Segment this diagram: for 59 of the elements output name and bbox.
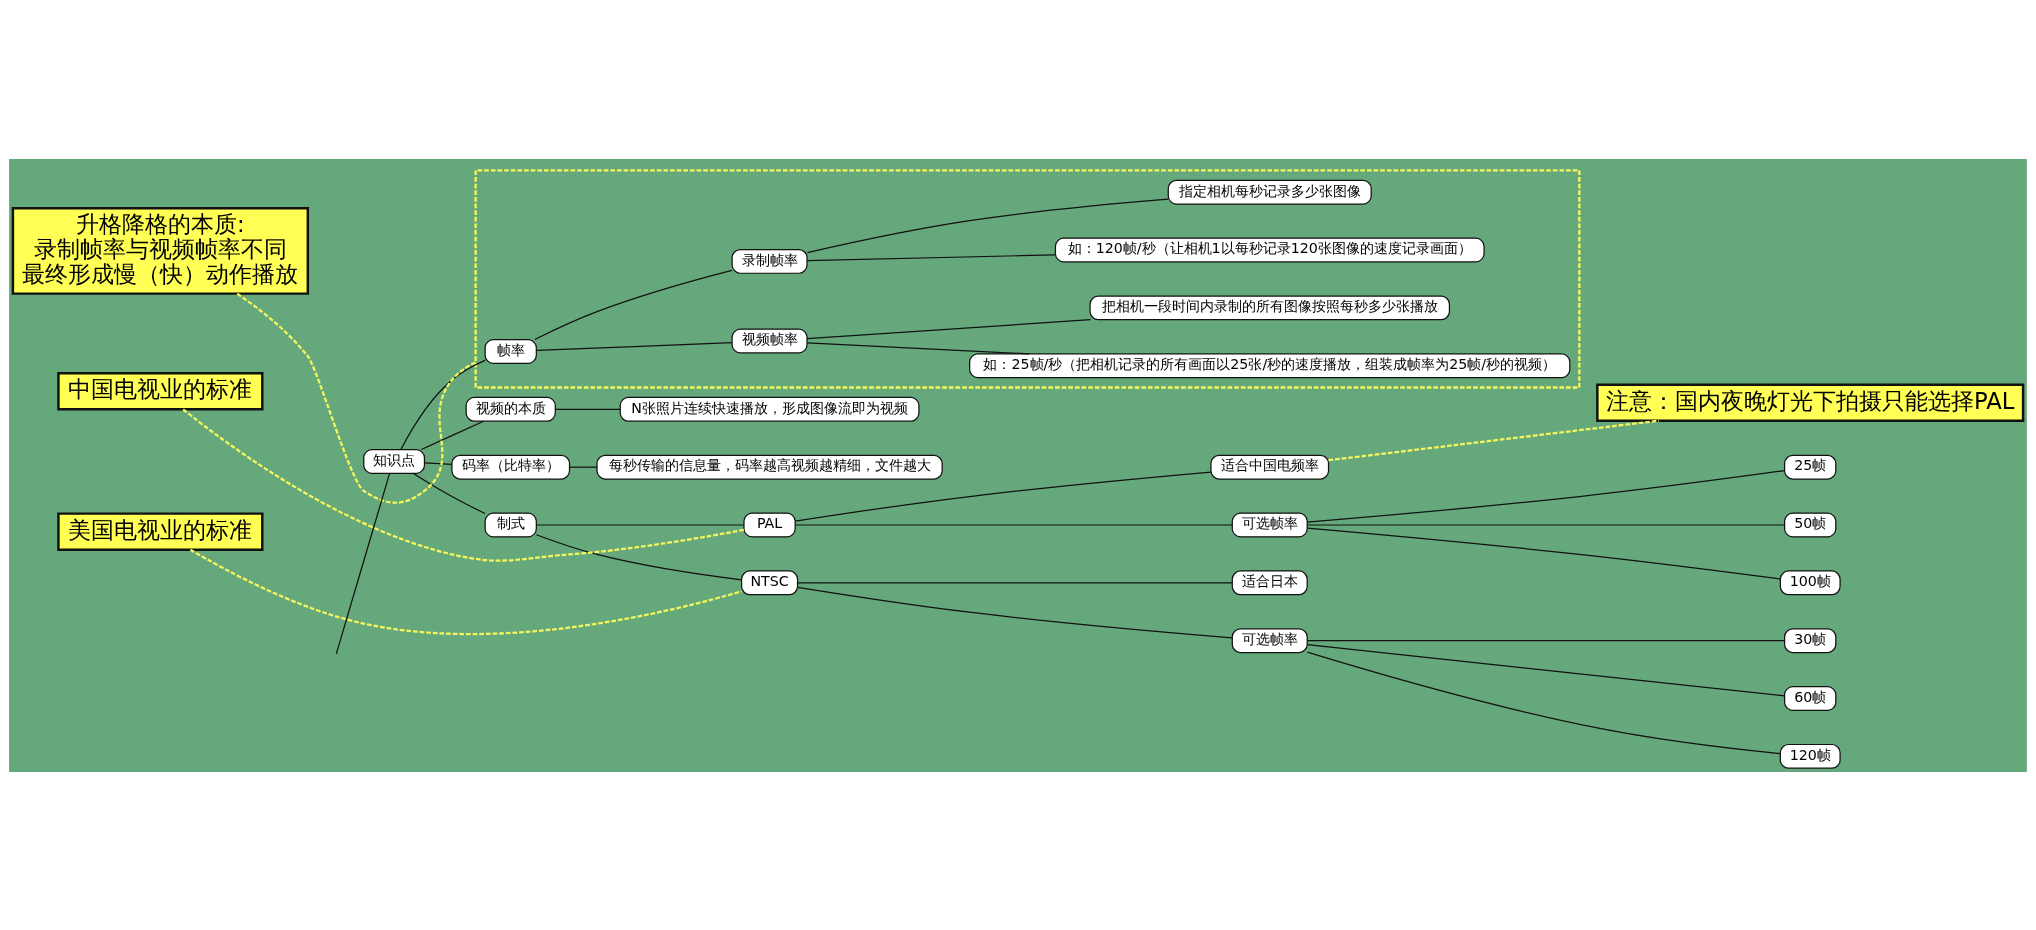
node-box: 如：120帧/秒（让相机1以每秒记录120张图像的速度记录画面） xyxy=(1054,237,1485,262)
connector xyxy=(806,318,1092,339)
connector xyxy=(423,461,453,465)
connector xyxy=(189,548,742,635)
connector xyxy=(536,341,733,351)
node-box: 60帧 xyxy=(1784,685,1837,711)
connector xyxy=(554,408,621,410)
connector xyxy=(1306,643,1786,696)
connector xyxy=(806,197,1169,253)
connector xyxy=(400,359,486,450)
node-box: 30帧 xyxy=(1784,627,1837,653)
connector xyxy=(1306,527,1781,580)
node-box: 升格降格的本质: 录制帧率与视频帧率不同 最终形成慢（快）动作播放 xyxy=(11,206,310,295)
node-box: 每秒传输的信息量，码率越高视频越精细，文件越大 xyxy=(596,454,943,480)
connector xyxy=(420,420,485,450)
node-box: 码率（比特率） xyxy=(451,454,571,480)
connector xyxy=(182,408,745,562)
connector xyxy=(797,581,1233,583)
connector xyxy=(335,472,391,654)
node-box: N张照片连续快速播放，形成图像流即为视频 xyxy=(619,396,920,422)
node-box: 视频帧率 xyxy=(731,328,808,353)
node-box: PAL xyxy=(743,512,796,537)
connector xyxy=(1306,523,1786,526)
node-box: 可选帧率 xyxy=(1231,627,1308,653)
connector xyxy=(806,341,1030,354)
node-box: 制式 xyxy=(484,512,537,537)
node-box: 50帧 xyxy=(1784,512,1837,537)
connector xyxy=(536,523,745,526)
connector xyxy=(535,533,743,580)
node-box: 可选帧率 xyxy=(1231,512,1308,537)
connector xyxy=(794,471,1212,522)
node-box: 120帧 xyxy=(1779,743,1841,769)
connector xyxy=(1306,651,1781,754)
node-box: 适合中国电频率 xyxy=(1210,454,1330,480)
node-box: 指定相机每秒记录多少张图像 xyxy=(1167,179,1372,205)
node-box: 帧率 xyxy=(484,338,537,364)
node-box: 100帧 xyxy=(1779,569,1841,595)
node-box: 录制帧率 xyxy=(731,248,808,274)
connector xyxy=(1306,639,1786,641)
node-box: 美国电视业的标准 xyxy=(57,511,264,551)
connector xyxy=(1306,469,1786,523)
connector xyxy=(797,586,1233,638)
node-box: NTSC xyxy=(741,569,799,595)
connector xyxy=(806,253,1057,261)
connector xyxy=(569,466,598,468)
node-box: 知识点 xyxy=(363,448,426,474)
node-box: 把相机一段时间内录制的所有图像按照每秒多少张播放 xyxy=(1089,294,1451,320)
connector xyxy=(794,523,1233,526)
node-box: 如：25帧/秒（把相机记录的所有画面以25张/秒的速度播放，组装成帧率为25帧/秒的视频） xyxy=(969,352,1571,378)
node-box: 注意：国内夜晚灯光下拍摄只能选择PAL xyxy=(1596,382,2025,422)
node-box: 中国电视业的标准 xyxy=(57,371,264,411)
connector xyxy=(412,472,486,514)
cluster xyxy=(474,168,1581,389)
node-box: 适合日本 xyxy=(1231,569,1308,595)
node-box: 25帧 xyxy=(1784,454,1837,480)
node-box: 视频的本质 xyxy=(465,396,556,422)
connector xyxy=(1328,419,1659,461)
connector xyxy=(236,292,477,504)
connector xyxy=(534,269,733,340)
